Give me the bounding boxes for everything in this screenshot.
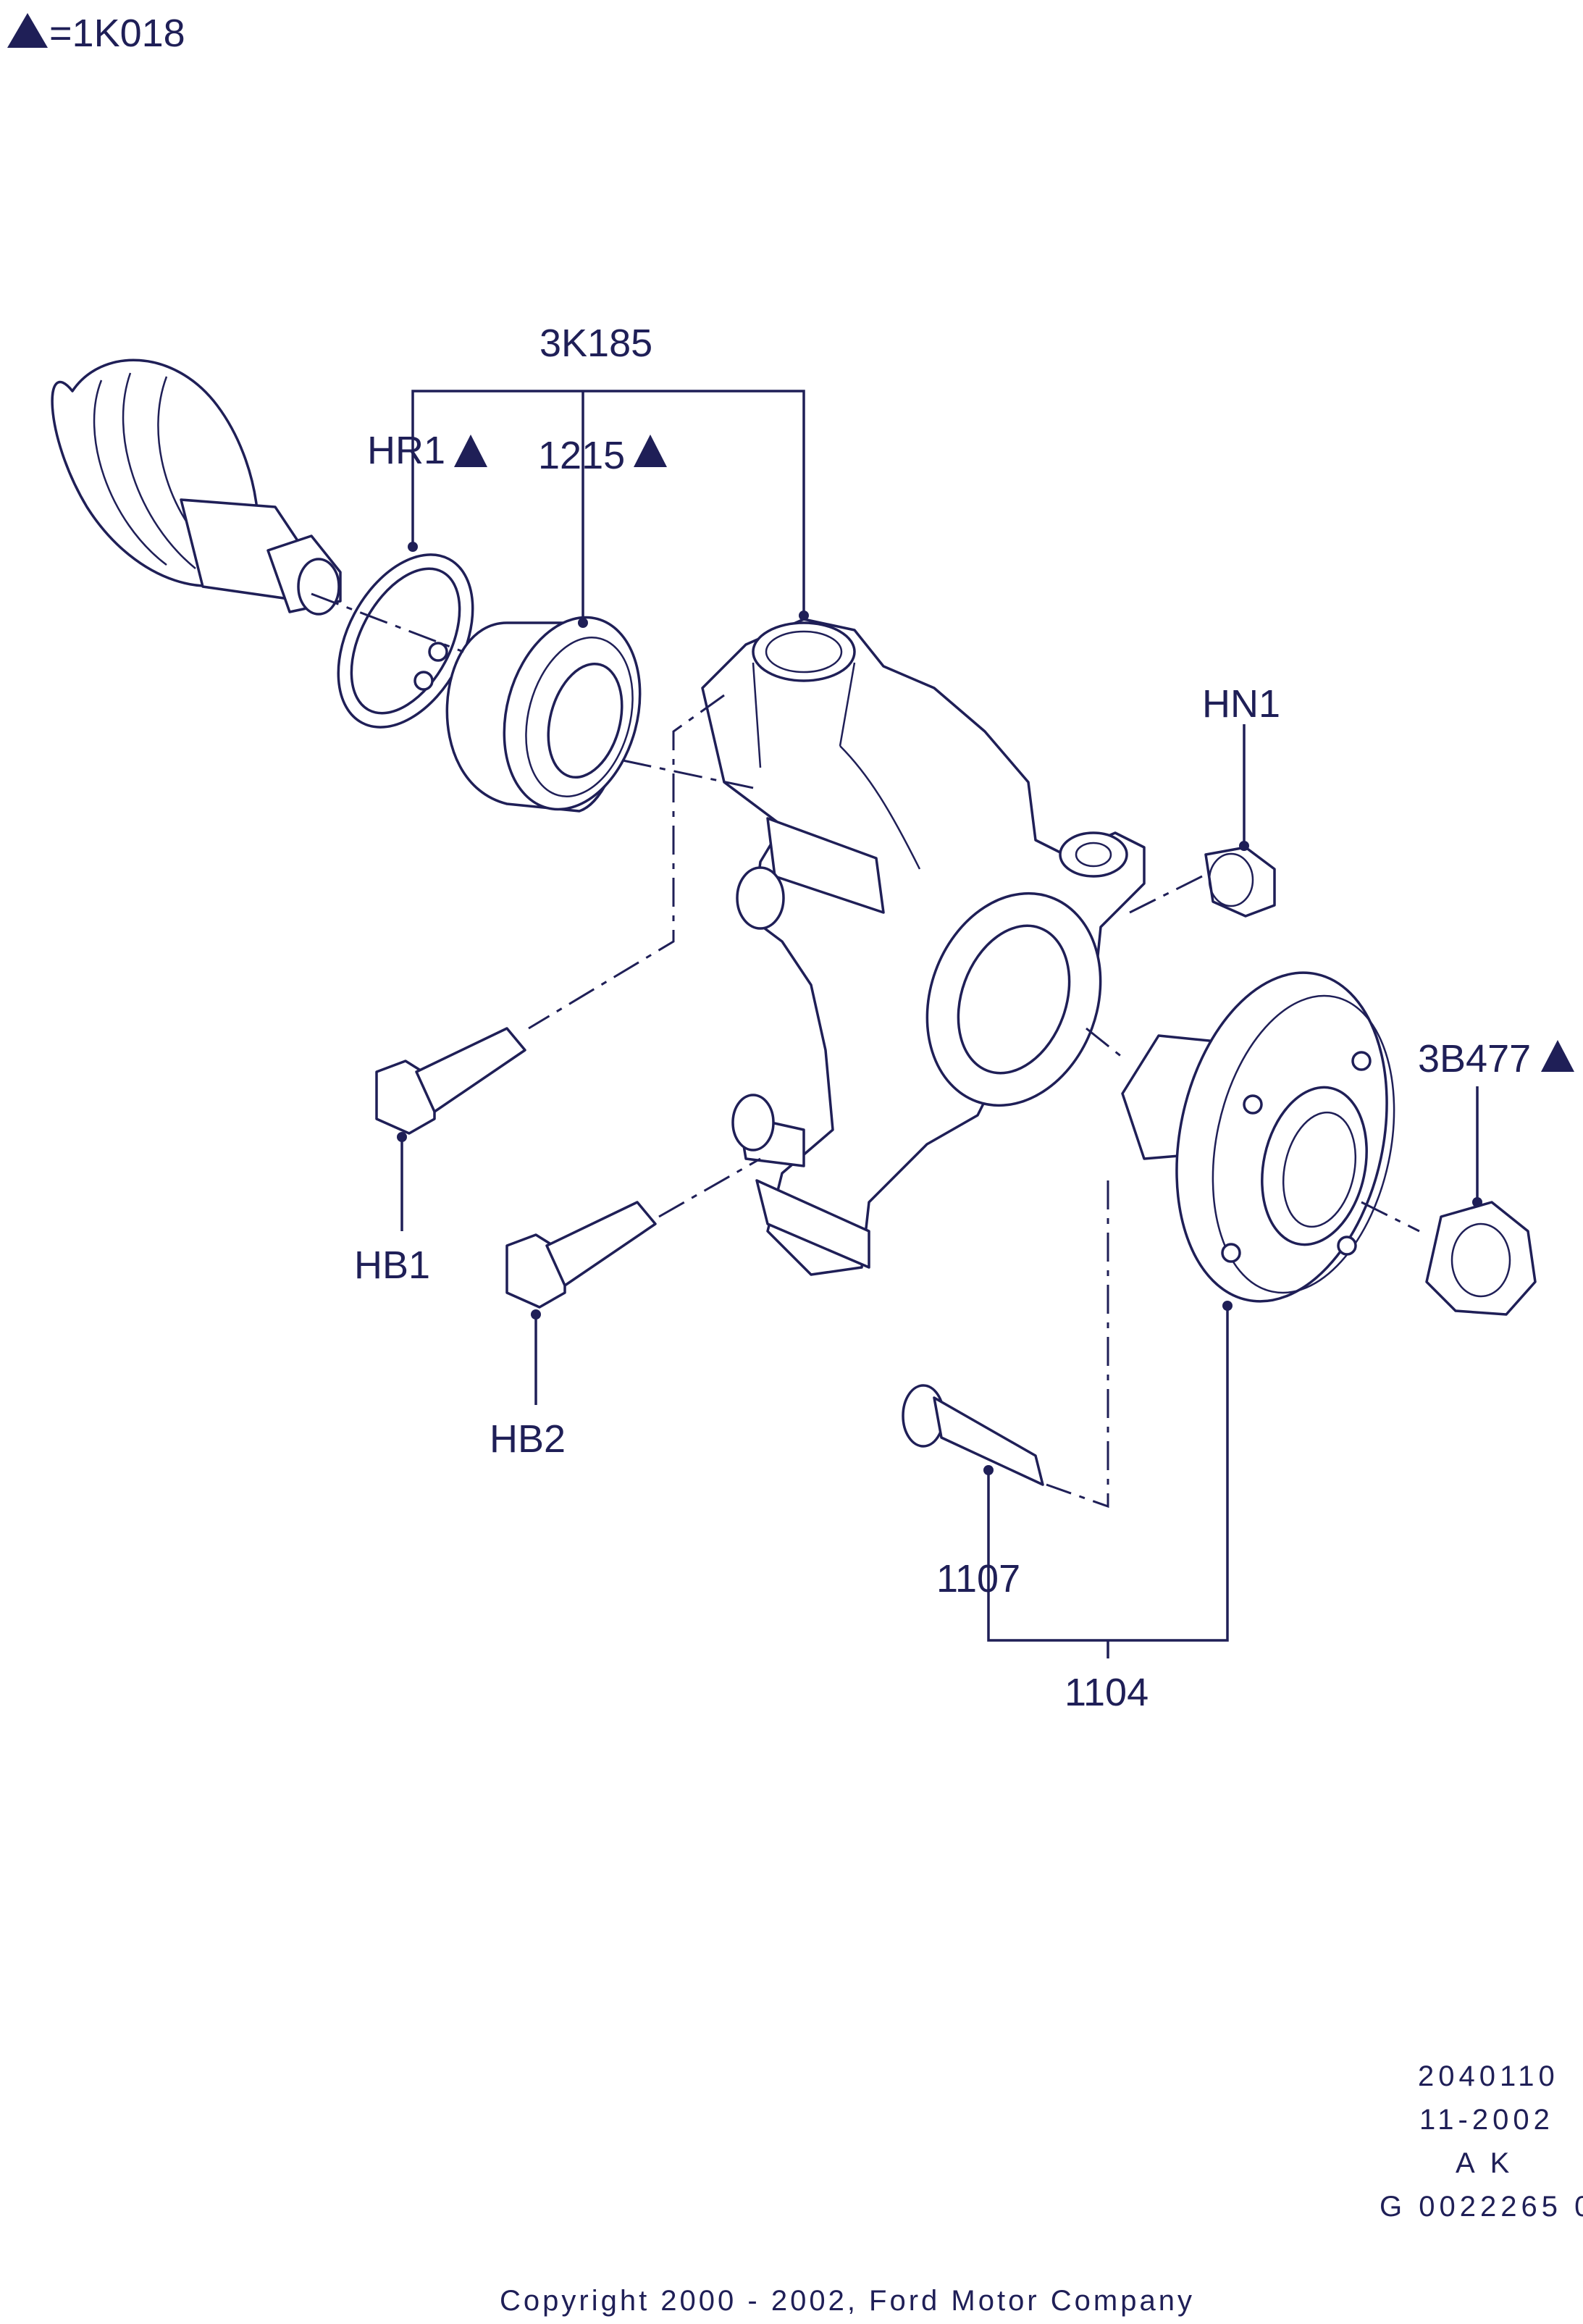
meta-line-2: 11-2002	[1419, 2104, 1554, 2136]
hub-nut	[1425, 1201, 1537, 1316]
label-hb1: HB1	[354, 1243, 430, 1287]
metadata-block: 2040110 11-2002 A K G 0022265 0	[1380, 2060, 1583, 2223]
meta-line-1: 2040110	[1418, 2060, 1559, 2092]
legend-text: =1K018	[49, 12, 185, 55]
wheel-bearing	[445, 616, 642, 813]
wheel-stud	[902, 1384, 1044, 1486]
wheel-hub	[1121, 971, 1395, 1303]
snap-ring	[337, 553, 474, 729]
label-hb2: HB2	[490, 1417, 566, 1461]
center-lines	[311, 592, 1420, 1509]
triangle-marker-icon	[7, 13, 48, 48]
triangle-marker-icon	[454, 435, 487, 467]
leaders	[397, 390, 1482, 1658]
meta-line-3: A K	[1456, 2147, 1513, 2179]
bolt-1	[375, 1027, 526, 1135]
drive-shaft-joint	[51, 358, 342, 616]
label-3k185: 3K185	[539, 322, 652, 365]
label-hr1: HR1	[367, 429, 445, 472]
meta-line-4: G 0022265 0	[1380, 2191, 1583, 2223]
label-1104: 1104	[1065, 1671, 1149, 1714]
label-1215: 1215	[538, 434, 625, 477]
label-1107: 1107	[936, 1557, 1020, 1601]
steering-knuckle	[701, 618, 1146, 1276]
legend: =1K018	[7, 12, 185, 55]
triangle-marker-icon	[634, 435, 667, 467]
small-nut	[1204, 846, 1276, 918]
part-labels: 3K185 HR1 1215 HN1 3B477 HB1 HB2 1107 11…	[354, 322, 1574, 1714]
bolt-2	[505, 1201, 657, 1309]
triangle-marker-icon	[1541, 1040, 1574, 1072]
label-hn1: HN1	[1202, 682, 1280, 726]
copyright: Copyright 2000 - 2002, Ford Motor Compan…	[500, 2285, 1195, 2317]
label-3b477: 3B477	[1418, 1037, 1531, 1081]
